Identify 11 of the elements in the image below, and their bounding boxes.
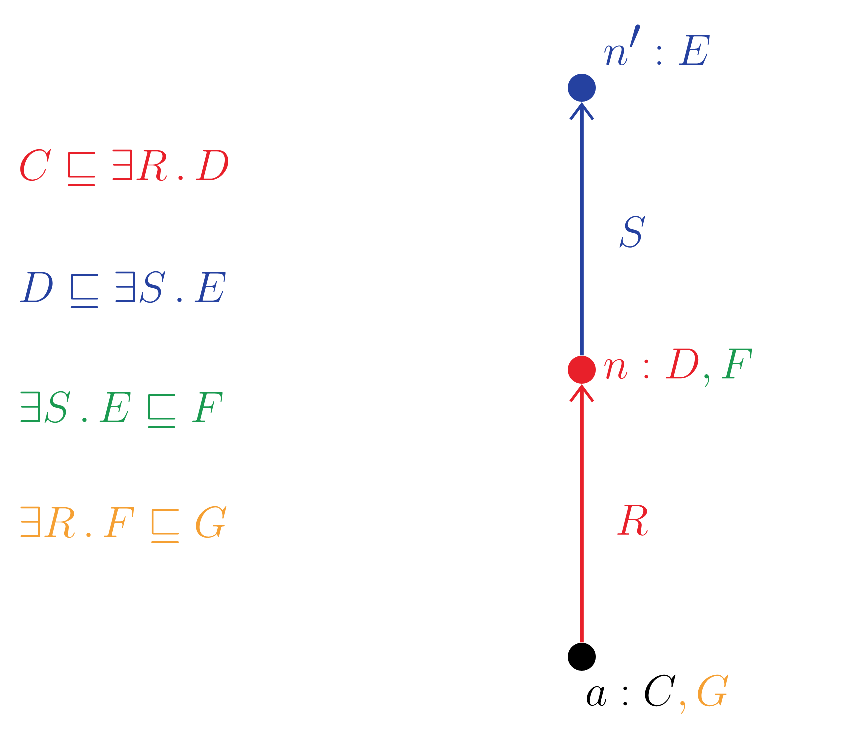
arrow — [570, 102, 594, 356]
node-label: $n' : E$ — [604, 24, 710, 66]
edge-label: $S$ — [620, 216, 646, 248]
node-label: $n : D$ $, F$ — [604, 348, 752, 388]
arrow — [570, 384, 594, 643]
axiom: $D \sqsubseteq \exists S\,.\,E$ — [20, 271, 226, 308]
node-label: $a : C$ $, G$ — [587, 674, 728, 714]
axiom: $\exists S\,.\,E \sqsubseteq F$ — [20, 391, 223, 428]
axiom: $\exists R\,.\,F \sqsubseteq G$ — [20, 506, 227, 544]
axiom: $C \sqsubseteq \exists R\,.\,D$ — [20, 149, 229, 186]
edge-label: $R$ — [618, 505, 648, 536]
